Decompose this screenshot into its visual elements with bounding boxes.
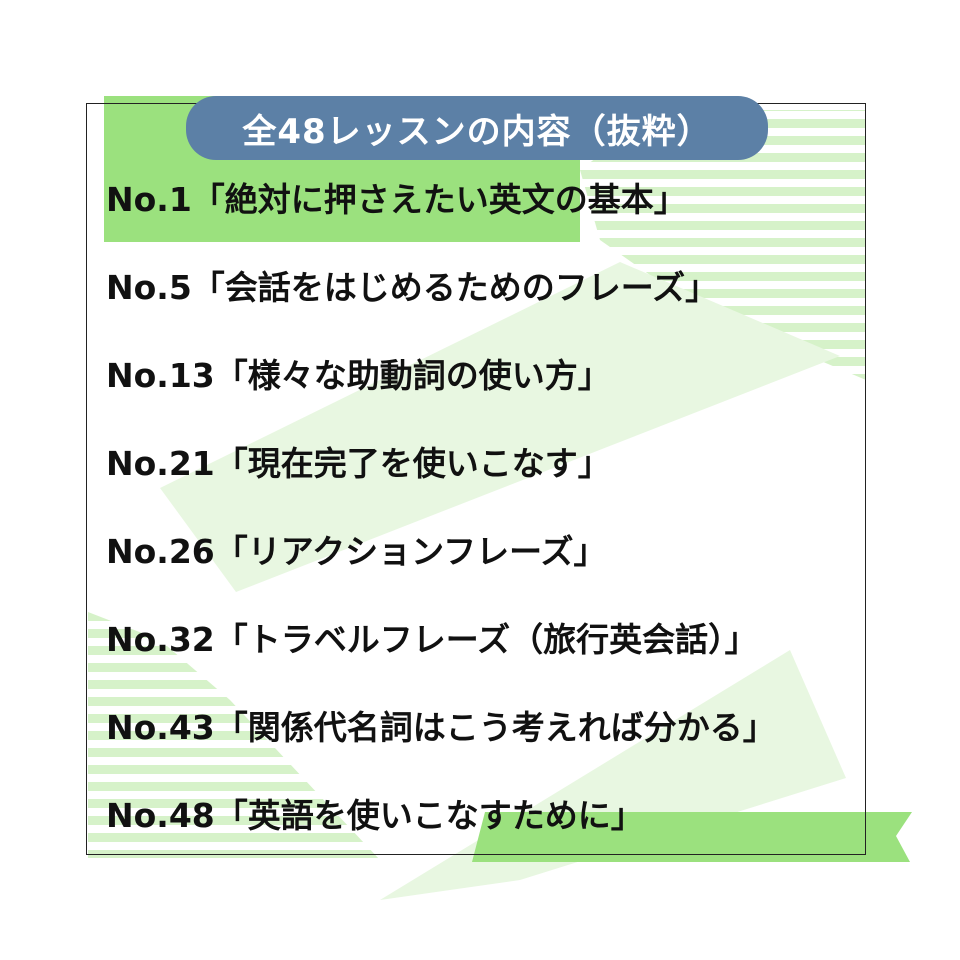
title-pill: 全48レッスンの内容（抜粋）	[186, 96, 768, 160]
bottom-ribbon	[472, 812, 912, 862]
lesson-title: 「トラベルフレーズ（旅行英会話）」	[214, 620, 758, 659]
page-title: 全48レッスンの内容（抜粋）	[242, 111, 712, 152]
lesson-item: No.48「英語を使いこなすために」	[106, 786, 644, 846]
lesson-title: 「リアクションフレーズ」	[214, 532, 607, 571]
lesson-number: No.1	[106, 180, 192, 219]
lesson-number: No.5	[106, 268, 192, 307]
lesson-title: 「会話をはじめるためのフレーズ」	[191, 268, 719, 307]
lesson-item: No.13「様々な助動詞の使い方」	[106, 346, 611, 406]
lesson-item: No.21「現在完了を使いこなす」	[106, 434, 611, 494]
lesson-title: 「絶対に押さえたい英文の基本」	[191, 180, 687, 219]
lesson-number: No.13	[106, 356, 215, 395]
lesson-item: No.1「絶対に押さえたい英文の基本」	[106, 170, 687, 230]
lesson-title: 「様々な助動詞の使い方」	[214, 356, 611, 395]
lesson-number: No.48	[106, 796, 215, 835]
lesson-item: No.32「トラベルフレーズ（旅行英会話）」	[106, 610, 758, 670]
lesson-number: No.32	[106, 620, 215, 659]
lesson-item: No.26「リアクションフレーズ」	[106, 522, 606, 582]
lesson-title: 「関係代名詞はこう考えれば分かる」	[214, 708, 776, 747]
lesson-title: 「英語を使いこなすために」	[214, 796, 644, 835]
lesson-number: No.43	[106, 708, 215, 747]
lesson-number: No.26	[106, 532, 215, 571]
lesson-title: 「現在完了を使いこなす」	[214, 444, 611, 483]
lesson-item: No.43「関係代名詞はこう考えれば分かる」	[106, 698, 776, 758]
lesson-number: No.21	[106, 444, 215, 483]
lesson-item: No.5「会話をはじめるためのフレーズ」	[106, 258, 718, 318]
diagonal-panel-middle	[160, 262, 840, 592]
